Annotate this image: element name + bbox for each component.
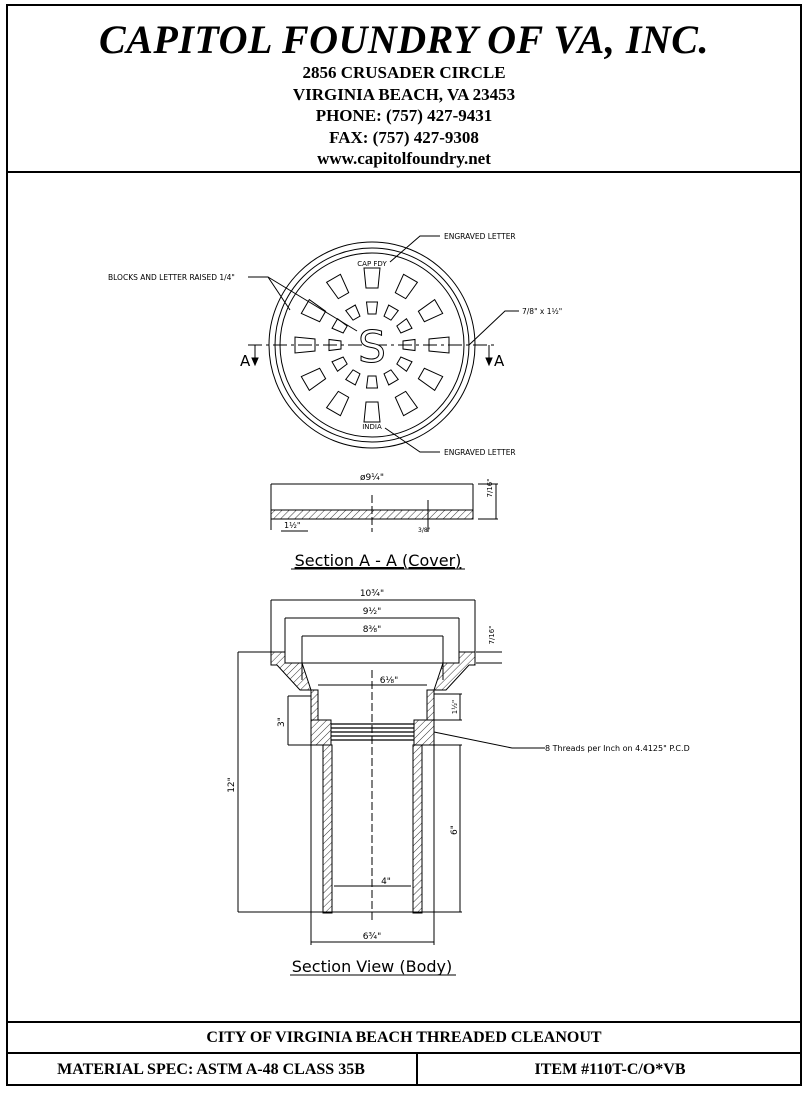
callout-engraved-top: ENGRAVED LETTER [444, 232, 516, 241]
raised-blocks [294, 267, 450, 423]
raised-block [344, 304, 361, 321]
thread-note: 8 Threads per Inch on 4.4125" P.C.D [545, 744, 690, 753]
dim-height: 12" [227, 777, 237, 793]
raised-block [365, 301, 379, 315]
material-spec: MATERIAL SPEC: ASTM A-48 CLASS 35B [6, 1054, 418, 1086]
drawing-frame [6, 4, 802, 1086]
raised-block [344, 369, 361, 386]
dim-pipe-length: 6" [450, 825, 460, 835]
raised-block [363, 401, 381, 423]
raised-block [394, 273, 419, 300]
dim-outer: 6¾" [363, 932, 382, 942]
drawing-title: CITY OF VIRGINIA BEACH THREADED CLEANOUT [6, 1021, 802, 1054]
footer-row: MATERIAL SPEC: ASTM A-48 CLASS 35B ITEM … [6, 1054, 802, 1086]
raised-block [294, 336, 316, 354]
raised-block [383, 369, 400, 386]
engraving-bottom: INDIA [362, 423, 382, 431]
section-mark-left: A [240, 352, 251, 370]
raised-block [396, 356, 413, 373]
callout-slot: 7/8" x 1½" [522, 307, 562, 316]
cover-section-title: Section A - A (Cover) [295, 551, 462, 570]
item-number: ITEM #110T-C/O*VB [534, 1061, 686, 1078]
raised-block [328, 338, 342, 352]
dim-bore: 4" [381, 877, 391, 887]
raised-block [417, 367, 444, 392]
raised-block [394, 390, 419, 417]
raised-block [402, 338, 416, 352]
raised-block [396, 317, 413, 334]
dim-overall-width: 10¾" [360, 589, 384, 599]
dim-neck-height: 1½" [451, 700, 459, 714]
phone: PHONE: (757) 427-9431 [315, 106, 493, 125]
body-section-title: Section View (Body) [292, 957, 452, 976]
raised-block [300, 298, 327, 323]
raised-block [417, 298, 444, 323]
drawing-area: A A S CAP FDY INDIA ENGRAVED LETTER BLOC… [6, 173, 802, 1021]
dim-neck: 6⅛" [380, 676, 399, 686]
dim-cover-diameter: ø9¼" [360, 473, 384, 483]
callout-engraved-bottom: ENGRAVED LETTER [444, 448, 516, 457]
section-mark-right: A [494, 352, 505, 370]
raised-block [383, 304, 400, 321]
address-line-1: 2856 CRUSADER CIRCLE [302, 63, 506, 82]
website: www.capitolfoundry.net [317, 149, 491, 168]
dim-cover-plate: 3/8" [418, 527, 431, 534]
company-name: CAPITOL FOUNDRY OF VA, INC. [99, 17, 709, 62]
center-letter: S [358, 322, 386, 373]
title-block-header: CAPITOL FOUNDRY OF VA, INC. 2856 CRUSADE… [6, 4, 802, 173]
body-section-view: 10¾" 9½" 8⅜" 7/16" 12" 6⅛" 3" 1 [227, 589, 690, 976]
dim-thread-length: 3" [277, 717, 287, 727]
engraving-top: CAP FDY [357, 260, 387, 268]
raised-block [363, 267, 381, 289]
raised-block [325, 390, 350, 417]
cover-section-view: ø9¼" 7/16" 1½" 3/8" Section A - A (Cover… [270, 473, 498, 570]
raised-block [325, 273, 350, 300]
dim-opening: 8⅜" [363, 625, 382, 635]
callout-blocks: BLOCKS AND LETTER RAISED 1/4" [108, 273, 235, 282]
fax: FAX: (757) 427-9308 [329, 127, 479, 147]
raised-block [300, 367, 327, 392]
dim-cover-thickness: 7/16" [486, 479, 494, 498]
raised-block [365, 375, 379, 389]
dim-cover-rim: 1½" [284, 521, 301, 530]
cover-plan-view: A A S CAP FDY INDIA ENGRAVED LETTER BLOC… [108, 232, 562, 457]
dim-seat-depth: 7/16" [488, 626, 496, 645]
raised-block [331, 356, 348, 373]
dim-seat-width: 9½" [363, 607, 382, 617]
raised-block [428, 336, 450, 354]
raised-block [331, 317, 348, 334]
address-line-2: VIRGINIA BEACH, VA 23453 [292, 84, 516, 104]
